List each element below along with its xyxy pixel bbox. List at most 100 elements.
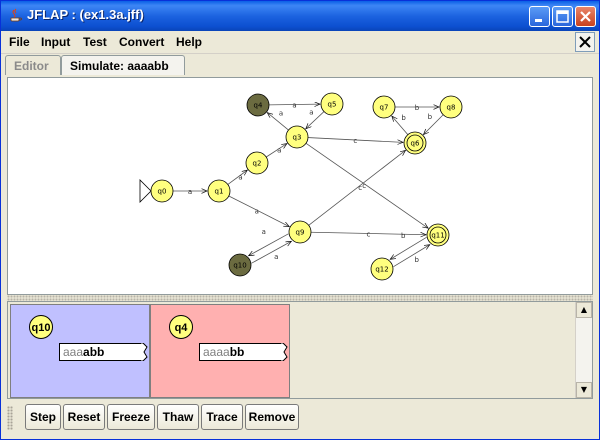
tape-edge-icon <box>281 343 288 361</box>
trace-button[interactable]: Trace <box>201 404 243 430</box>
minimize-button[interactable] <box>529 6 550 27</box>
window-title: JFLAP : (ex1.3a.jff) <box>27 7 144 22</box>
state-q10[interactable]: q10 <box>228 253 252 277</box>
transition-label: b <box>415 256 420 264</box>
input-tape: aaaabb <box>199 343 283 361</box>
transition-q3-q6[interactable] <box>307 137 403 143</box>
transition-q4-q5[interactable] <box>268 104 320 105</box>
menu-file[interactable]: File <box>9 35 30 49</box>
state-q5[interactable]: q5 <box>320 92 344 116</box>
configuration-q4[interactable]: q4 aaaabb <box>150 304 290 398</box>
state-q11[interactable]: q11 <box>426 223 450 247</box>
initial-state-arrow-icon <box>139 179 152 203</box>
tape-remaining: abb <box>83 345 105 359</box>
menu-bar: File Input Test Convert Help <box>1 31 599 54</box>
transition-label: b <box>428 113 433 121</box>
state-label: q3 <box>293 134 302 142</box>
state-q4[interactable]: q4 <box>246 93 270 117</box>
state-label: q12 <box>375 266 388 274</box>
tape-read: aaa <box>63 345 84 359</box>
tape-read: aaaa <box>203 345 230 359</box>
menu-test[interactable]: Test <box>83 35 107 49</box>
config-state: q4 <box>169 315 193 339</box>
transition-q9-q6[interactable] <box>308 150 406 226</box>
transition-q3-q11[interactable] <box>305 142 428 228</box>
transition-q10-q9[interactable] <box>251 241 292 264</box>
config-state: q10 <box>29 315 53 339</box>
close-icon <box>579 36 591 48</box>
tab-simulate[interactable]: Simulate: aaaabb <box>61 55 185 75</box>
state-label: q2 <box>253 160 262 168</box>
maximize-button[interactable] <box>552 6 573 27</box>
transition-q12-q11[interactable] <box>393 245 429 268</box>
transition-q1-q2[interactable] <box>227 170 247 185</box>
transition-q1-q9[interactable] <box>228 195 289 227</box>
java-app-icon <box>10 8 22 22</box>
transition-q9-q10[interactable] <box>249 233 289 256</box>
state-q12[interactable]: q12 <box>370 257 394 281</box>
transition-q5-q3[interactable] <box>306 111 325 129</box>
tab-editor[interactable]: Editor <box>5 55 61 75</box>
toolbar-grip[interactable] <box>7 406 13 430</box>
transition-label: b <box>401 232 406 240</box>
input-tape: aaaabb <box>59 343 143 361</box>
state-label: q11 <box>431 232 444 240</box>
reset-button[interactable]: Reset <box>63 404 105 430</box>
config-scrollbar[interactable]: ▲ ▼ <box>575 302 592 398</box>
state-q2[interactable]: q2 <box>245 151 269 175</box>
state-q8[interactable]: q8 <box>439 95 463 119</box>
close-icon <box>580 11 591 22</box>
maximize-icon <box>556 10 569 23</box>
configuration-q10[interactable]: q10 aaaabb <box>10 304 150 398</box>
transition-q9-q11[interactable] <box>310 231 426 235</box>
transition-q11-q12[interactable] <box>390 236 427 259</box>
state-label: q6 <box>411 140 420 148</box>
transition-label: c <box>353 137 357 145</box>
state-q9[interactable]: q9 <box>288 220 312 244</box>
step-button[interactable]: Step <box>25 404 61 430</box>
menu-help[interactable]: Help <box>176 35 203 49</box>
state-q7[interactable]: q7 <box>372 95 396 119</box>
state-label: q5 <box>328 101 337 109</box>
state-label: q0 <box>158 188 167 196</box>
dismiss-tab-button[interactable] <box>575 32 595 52</box>
transition-q8-q6[interactable] <box>423 114 444 135</box>
transition-q2-q3[interactable] <box>266 144 287 158</box>
state-label: q9 <box>296 229 305 237</box>
configuration-pane: q10 aaaabb q4 aaaabb ▲ ▼ <box>7 301 593 399</box>
transition-label: a <box>279 109 283 117</box>
transition-label: c <box>366 230 370 238</box>
transition-label: a <box>292 102 296 110</box>
thaw-button[interactable]: Thaw <box>157 404 199 430</box>
state-q3[interactable]: q3 <box>285 125 309 149</box>
transition-label: a <box>188 188 192 196</box>
transition-label: a <box>255 208 259 216</box>
state-label: q7 <box>380 104 389 112</box>
transition-label: c <box>358 184 362 192</box>
state-label: q1 <box>215 188 224 196</box>
transition-label: a <box>238 173 242 181</box>
transition-q6-q7[interactable] <box>392 116 409 135</box>
close-window-button[interactable] <box>575 6 596 27</box>
state-q6[interactable]: q6 <box>403 131 427 155</box>
transition-label: c <box>362 182 366 190</box>
freeze-button[interactable]: Freeze <box>107 404 155 430</box>
scroll-down-icon[interactable]: ▼ <box>576 382 592 398</box>
transition-label: a <box>262 228 266 236</box>
state-label: q10 <box>233 262 246 270</box>
menu-input[interactable]: Input <box>41 35 71 49</box>
state-q1[interactable]: q1 <box>207 179 231 203</box>
transition-label: a <box>309 109 313 117</box>
menu-convert[interactable]: Convert <box>119 35 165 49</box>
remove-button[interactable]: Remove <box>245 404 299 430</box>
split-pane-divider[interactable] <box>7 295 593 301</box>
simulation-toolbar: Step Reset Freeze Thaw Trace Remove <box>7 401 593 435</box>
minimize-icon <box>535 19 542 22</box>
title-bar[interactable]: JFLAP : (ex1.3a.jff) <box>1 1 599 31</box>
state-q0[interactable]: q0 <box>139 179 174 203</box>
transition-q3-q4[interactable] <box>267 113 289 131</box>
scroll-up-icon[interactable]: ▲ <box>576 302 592 318</box>
